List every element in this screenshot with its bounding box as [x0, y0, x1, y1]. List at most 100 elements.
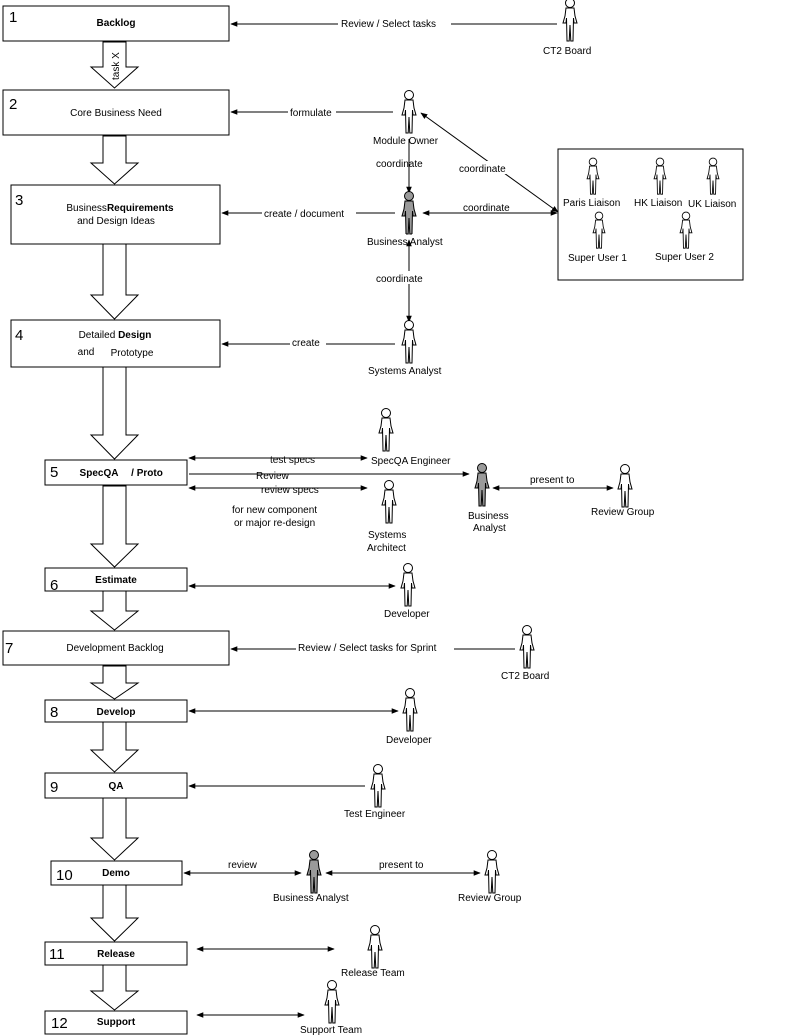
support-team-icon — [324, 980, 340, 1024]
flow-arrow-2-3 — [89, 135, 140, 185]
step-box-5 — [44, 459, 188, 486]
specqa-engineer-icon — [378, 408, 394, 452]
stakeholder-label: Paris Liaison — [563, 198, 620, 209]
actor-label: Systems — [368, 530, 406, 541]
step-label: and — [78, 347, 95, 358]
link-label: test specs — [270, 455, 315, 466]
flow-arrow-9-10 — [89, 797, 140, 861]
actor-label: Review Group — [591, 507, 655, 518]
link-label: review — [228, 860, 258, 871]
step-box-8 — [44, 699, 188, 723]
actor-label: Release Team — [341, 968, 405, 979]
step-number: 11 — [49, 946, 65, 963]
step-label: and Design Ideas — [77, 216, 155, 227]
link-label: Review — [256, 471, 290, 482]
step-label: QA — [109, 781, 124, 792]
step-labels: Backlog Core Business Need BusinessRequi… — [66, 18, 174, 1028]
step-box-3 — [10, 184, 221, 245]
step-box-9 — [44, 772, 188, 799]
step-label: BusinessRequirements — [66, 203, 174, 214]
actor-label: Test Engineer — [344, 809, 406, 820]
actor-label: Architect — [367, 543, 406, 554]
step-number: 8 — [50, 704, 58, 721]
step-number: 1 — [9, 9, 17, 26]
stakeholder-label: Super User 2 — [655, 252, 714, 263]
step-box-12 — [44, 1010, 188, 1035]
step-number: 10 — [56, 867, 73, 884]
ct2-board-icon — [519, 625, 535, 669]
link-label: for new component — [232, 505, 317, 516]
step-number: 7 — [5, 640, 13, 657]
link-label: create — [292, 338, 320, 349]
link-label: review specs — [261, 485, 319, 496]
actor-label: Business — [468, 511, 509, 522]
actor-label: SpecQA Engineer — [371, 456, 451, 467]
systems-analyst-icon — [401, 320, 417, 364]
step-label: Support — [97, 1017, 136, 1028]
systems-architect-icon — [381, 480, 397, 524]
review-group-icon — [617, 464, 633, 508]
step-number: 2 — [9, 96, 17, 113]
flow-arrow-3-4 — [89, 243, 140, 320]
link-label: coordinate — [459, 164, 506, 175]
flow-arrow-1-2 — [89, 41, 140, 89]
link-label: coordinate — [376, 159, 423, 170]
link-label: coordinate — [463, 203, 510, 214]
step-number: 12 — [51, 1015, 68, 1032]
link-label: Review / Select tasks — [341, 19, 436, 30]
actor-label: Developer — [386, 735, 432, 746]
step-number: 3 — [15, 192, 23, 209]
step-label: Release — [97, 949, 135, 960]
developer-icon — [400, 563, 416, 607]
step-label: / Proto — [131, 468, 163, 479]
link-label: present to — [530, 475, 575, 486]
step-number: 9 — [50, 779, 58, 796]
step-box-4 — [10, 319, 221, 368]
actor-label: Module Owner — [373, 136, 439, 147]
step-number: 4 — [15, 327, 23, 344]
flow-arrow-10-11 — [89, 884, 140, 942]
step-box-1 — [2, 5, 230, 42]
actor-label: Business Analyst — [273, 893, 349, 904]
flow-arrow-7-8 — [89, 665, 140, 700]
actor-label: Developer — [384, 609, 430, 620]
link-labels: Review / Select tasks formulate coordina… — [228, 16, 575, 871]
stakeholder-group: Paris Liaison HK Liaison UK Liaison Supe… — [557, 148, 744, 281]
link-label: formulate — [290, 108, 332, 119]
step-label: SpecQA — [80, 468, 119, 479]
flow-arrow-5-6 — [89, 485, 140, 568]
review-group-icon — [484, 850, 500, 894]
step-label: Demo — [102, 868, 130, 879]
actor-label: CT2 Board — [543, 46, 591, 57]
link-label: or major re-design — [234, 518, 315, 529]
step-box-7 — [2, 630, 230, 666]
link-label: create / document — [264, 209, 344, 220]
actor-label: CT2 Board — [501, 671, 549, 682]
link-label: Review / Select tasks for Sprint — [298, 643, 437, 654]
step-box-10 — [50, 860, 183, 886]
business-analyst-icon — [474, 463, 490, 507]
ct2-board-icon — [562, 0, 578, 42]
step-label: Detailed Design — [79, 330, 152, 341]
step-label: Backlog — [97, 18, 136, 29]
step-number: 6 — [50, 577, 58, 594]
step-label: Development Backlog — [66, 643, 163, 654]
actor-label: Support Team — [300, 1025, 362, 1036]
flow-arrow-6-7 — [89, 590, 140, 631]
step-label: Core Business Need — [70, 108, 162, 119]
step-numbers: 1 2 3 4 5 6 7 8 9 10 11 12 — [5, 9, 73, 1032]
stakeholder-label: HK Liaison — [634, 198, 682, 209]
stakeholder-label: Super User 1 — [568, 253, 627, 264]
release-team-icon — [367, 925, 383, 969]
link-label: present to — [379, 860, 424, 871]
flow-note: task X — [111, 52, 122, 80]
actor-label: Business Analyst — [367, 237, 443, 248]
link-label: coordinate — [376, 274, 423, 285]
flow-arrow-8-9 — [89, 721, 140, 773]
stakeholder-label: UK Liaison — [688, 199, 736, 210]
actor-label: Systems Analyst — [368, 366, 442, 377]
step-number: 5 — [50, 464, 58, 481]
business-analyst-icon — [306, 850, 322, 894]
flow-arrow-4-5 — [89, 366, 140, 460]
step-box-6 — [44, 567, 188, 592]
